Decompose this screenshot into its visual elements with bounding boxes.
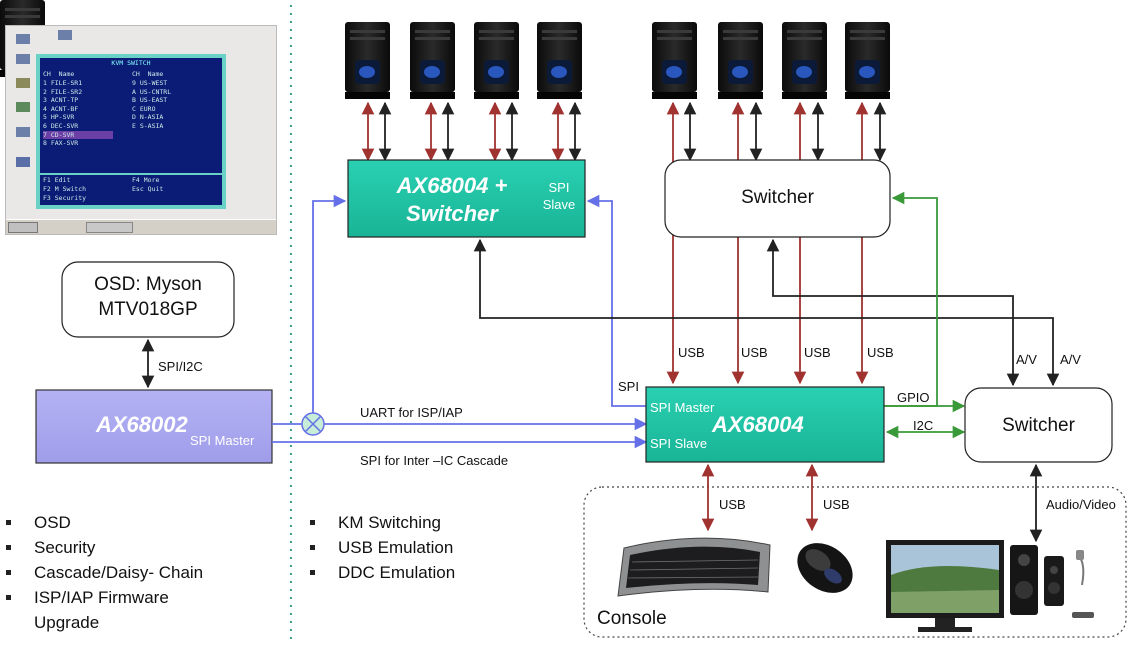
monitor-icon bbox=[886, 540, 1004, 632]
ax68004-switcher-port-label: SPI Slave bbox=[542, 180, 576, 212]
desktop-icons bbox=[12, 32, 44, 202]
osd-box-label: OSD: Myson MTV018GP bbox=[94, 274, 202, 320]
av-label-1: A/V bbox=[1016, 352, 1037, 367]
pc-tower-icon bbox=[845, 22, 890, 99]
spi-cascade-label: SPI for Inter –IC Cascade bbox=[360, 453, 509, 468]
feature-item: USB Emulation bbox=[306, 535, 546, 560]
switcher-top-label: Switcher bbox=[741, 187, 814, 208]
feature-item: ISP/IAP Firmware Upgrade bbox=[2, 585, 282, 635]
spi-label: SPI bbox=[618, 379, 639, 394]
pc-tower-icon bbox=[410, 22, 455, 99]
i2c-label: I2C bbox=[913, 418, 934, 433]
av-label-2: A/V bbox=[1060, 352, 1081, 367]
feature-list-mid: KM Switching USB Emulation DDC Emulation bbox=[306, 510, 546, 585]
usb-label-4: USB bbox=[867, 345, 894, 360]
feature-item: OSD bbox=[2, 510, 282, 535]
usb-label-2: USB bbox=[741, 345, 768, 360]
pc-tower-icon bbox=[718, 22, 763, 99]
feature-item: Cascade/Daisy- Chain bbox=[2, 560, 282, 585]
kvm-title: KVM SWITCH bbox=[111, 59, 151, 67]
mouse-icon bbox=[797, 543, 853, 593]
uart-label: UART for ISP/IAP bbox=[360, 405, 463, 420]
feature-list-left: OSD Security Cascade/Daisy- Chain ISP/IA… bbox=[2, 510, 282, 635]
ax68002-box bbox=[35, 389, 273, 464]
switcher-right-box bbox=[964, 387, 1113, 463]
ax68004-label: AX68004 bbox=[712, 412, 804, 437]
ax68004-box bbox=[645, 386, 885, 463]
feature-item: KM Switching bbox=[306, 510, 546, 535]
usb-mouse-label: USB bbox=[823, 497, 850, 512]
pc-tower-icon bbox=[652, 22, 697, 99]
feature-item: DDC Emulation bbox=[306, 560, 546, 585]
usb-keyboard-label: USB bbox=[719, 497, 746, 512]
pc-tower-icon bbox=[537, 22, 582, 99]
console-region bbox=[583, 486, 1127, 638]
crossover-node-icon bbox=[301, 412, 325, 436]
pc-tower-icon bbox=[474, 22, 519, 99]
ax68002-port-label: SPI Master bbox=[190, 433, 255, 448]
ax68002-label: AX68002 bbox=[96, 412, 188, 437]
taskbar bbox=[6, 219, 276, 234]
ax68004-switcher-label: AX68004 + Switcher bbox=[396, 173, 508, 226]
usb-label-3: USB bbox=[804, 345, 831, 360]
console-label: Console bbox=[597, 608, 667, 629]
spi-i2c-label: SPI/I2C bbox=[158, 359, 203, 374]
kvm-channel-row: 7 CD-SVR bbox=[43, 130, 113, 140]
switcher-right-label: Switcher bbox=[1002, 415, 1075, 436]
gpio-label: GPIO bbox=[897, 390, 930, 405]
osd-box bbox=[61, 261, 235, 338]
switcher-top-box bbox=[664, 159, 891, 238]
audio-video-label: Audio/Video bbox=[1046, 497, 1116, 512]
speakers-icon bbox=[1010, 545, 1094, 618]
pc-tower-icon bbox=[782, 22, 827, 99]
usb-label-1: USB bbox=[678, 345, 705, 360]
feature-item: Security bbox=[2, 535, 282, 560]
ax68004-master-port-label: SPI Master bbox=[650, 400, 715, 415]
ax68004-slave-port-label: SPI Slave bbox=[650, 436, 708, 451]
keyboard-icon bbox=[617, 537, 771, 597]
kvm-channel-row: 8 FAX-SVR bbox=[43, 139, 79, 148]
pc-tower-icon bbox=[345, 22, 390, 99]
ax68004-switcher-box bbox=[347, 159, 586, 238]
